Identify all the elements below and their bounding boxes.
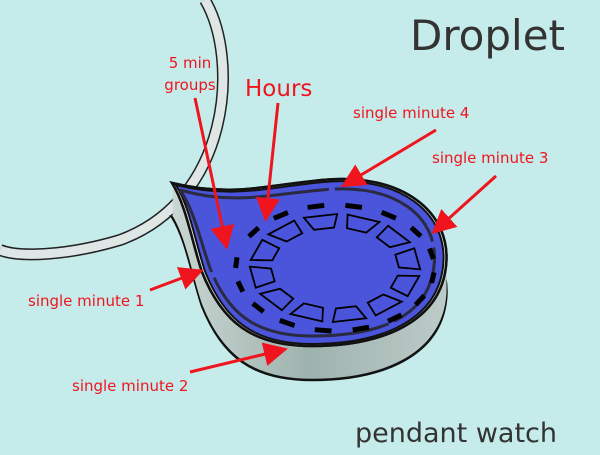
labels: 5 min groups Hours single minute 4 singl…: [28, 54, 548, 395]
label-five-min-line2: groups: [164, 76, 216, 94]
arrow-single-minute-2: [189, 342, 288, 374]
hour-block: [375, 224, 412, 249]
label-single-minute-3: single minute 3: [432, 149, 548, 167]
minute-mark: [386, 312, 403, 324]
minute-mark: [413, 293, 427, 307]
watch-face: [170, 177, 448, 348]
arrow-five-min: [193, 97, 234, 250]
minute-mark: [352, 324, 370, 333]
hour-block: [366, 293, 404, 317]
arrows: [149, 97, 498, 374]
minute-mark: [409, 225, 423, 239]
hour-block: [249, 238, 281, 262]
label-single-minute-4: single minute 4: [353, 104, 469, 122]
arrow-hours: [255, 102, 280, 222]
minute-mark: [345, 202, 363, 210]
hour-block: [346, 213, 382, 234]
arrow-single-minute-4: [340, 128, 437, 188]
minute-mark: [380, 210, 397, 221]
hour-block: [331, 305, 368, 324]
title: Droplet: [410, 11, 565, 60]
minute-mark: [251, 301, 266, 314]
hour-block: [394, 247, 422, 271]
hour-blocks: [248, 212, 422, 324]
minute-mark: [247, 225, 261, 239]
minute-mark: [235, 280, 246, 293]
minute-mark: [427, 247, 436, 260]
hour-block: [302, 212, 339, 231]
minute-mark: [314, 327, 332, 334]
chain: [0, 0, 229, 261]
minute-mark: [307, 202, 325, 210]
hour-block: [288, 302, 324, 323]
label-single-minute-1: single minute 1: [28, 292, 144, 310]
hour-block: [266, 219, 304, 243]
subtitle: pendant watch: [355, 418, 557, 449]
hour-block: [258, 287, 295, 312]
label-hours: Hours: [245, 76, 312, 102]
label-five-min-line1: 5 min: [169, 54, 212, 72]
minute-mark: [429, 271, 437, 284]
arrow-single-minute-1: [149, 267, 204, 292]
label-single-minute-2: single minute 2: [72, 377, 188, 395]
minute-mark: [233, 257, 240, 269]
arrow-single-minute-3: [431, 174, 498, 235]
minute-marks: [233, 202, 437, 334]
hour-block: [389, 274, 421, 298]
hour-block: [248, 265, 276, 289]
minute-mark: [278, 318, 296, 328]
